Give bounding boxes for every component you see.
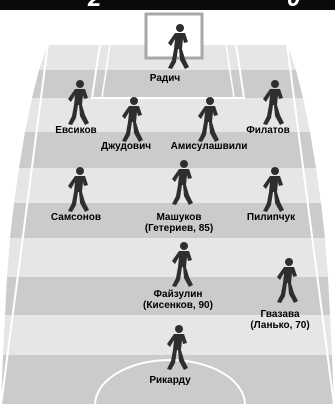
player-figure	[63, 78, 93, 128]
player-label-pilipchuk: Пилипчук	[247, 212, 295, 223]
player-name: Филатов	[246, 125, 290, 136]
player-figure	[117, 95, 147, 145]
player-figure	[258, 78, 288, 128]
player-figure	[167, 240, 197, 290]
player-name: Файзулин	[153, 289, 203, 300]
player-name: Радич	[149, 73, 181, 84]
player-substitute: (Кисенков, 90)	[143, 300, 213, 311]
player-icon	[167, 325, 188, 370]
player-label-samsonov: Самсонов	[51, 212, 101, 223]
score-bar: 2 0	[0, 0, 335, 11]
player-figure	[163, 22, 193, 72]
player-name: Рикарду	[149, 375, 191, 386]
player-figure	[63, 165, 93, 215]
player-icon	[277, 258, 298, 303]
player-label-fayzulin: Файзулин (Кисенков, 90)	[143, 289, 213, 311]
player-substitute: (Гетериев, 85)	[144, 223, 214, 234]
player-figure	[167, 158, 197, 208]
player-name: Гвазава	[260, 309, 300, 320]
player-label-rikardu: Рикарду	[149, 375, 190, 386]
player-icon	[172, 242, 193, 287]
away-score: 0	[287, 0, 300, 11]
player-name: Амисулашвили	[170, 141, 248, 152]
center-circle-arc	[94, 359, 246, 405]
player-name: Джудович	[100, 141, 152, 152]
player-figure	[258, 165, 288, 215]
player-name: Пилипчук	[246, 212, 296, 223]
player-label-radich: Радич	[150, 73, 180, 84]
player-label-dzhudovich: Джудович	[101, 141, 151, 152]
player-label-evsikov: Евсиков	[55, 125, 96, 136]
player-name: Евсиков	[55, 125, 97, 136]
player-figure	[162, 323, 192, 373]
player-icon	[172, 160, 193, 205]
player-label-gvazava: Гвазава (Ланько, 70)	[250, 309, 309, 331]
pitch-stripes	[1, 44, 334, 405]
home-score: 2	[88, 0, 101, 11]
player-substitute: (Ланько, 70)	[250, 320, 310, 331]
player-label-filatov: Филатов	[246, 125, 290, 136]
player-name: Самсонов	[50, 212, 102, 223]
player-figure	[193, 95, 223, 145]
player-label-mashukov: Машуков (Гетериев, 85)	[145, 212, 213, 234]
player-icon	[68, 80, 89, 125]
player-icon	[263, 167, 284, 212]
player-figure	[272, 256, 302, 306]
player-name: Машуков	[156, 212, 202, 223]
player-icon	[122, 97, 143, 142]
player-label-amisulashvili: Амисулашвили	[171, 141, 248, 152]
player-icon	[198, 97, 219, 142]
player-icon	[168, 24, 189, 69]
player-icon	[263, 80, 284, 125]
player-icon	[68, 167, 89, 212]
